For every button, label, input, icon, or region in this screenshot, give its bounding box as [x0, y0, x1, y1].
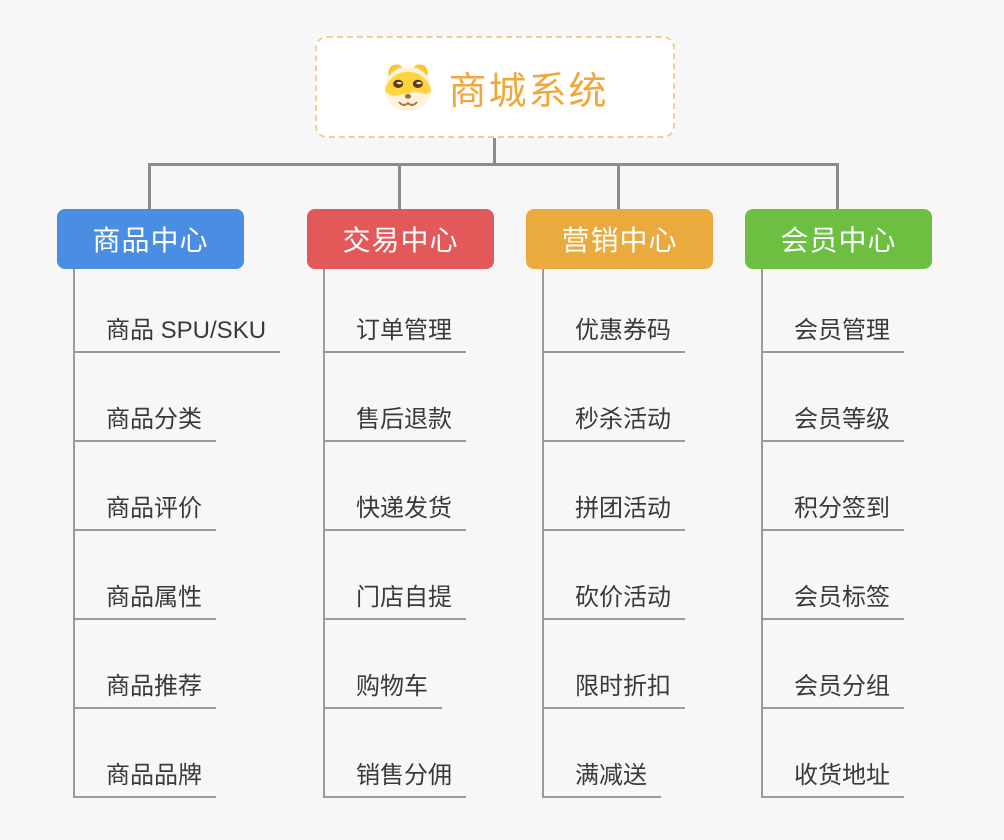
- leaf-label[interactable]: 会员标签: [761, 577, 904, 620]
- leaf-label[interactable]: 商品评价: [73, 488, 216, 531]
- leaf-node: 商品属性: [73, 531, 216, 620]
- leaf-label[interactable]: 门店自提: [323, 577, 466, 620]
- leaf-node: 会员分组: [761, 620, 904, 709]
- leaf-label[interactable]: 售后退款: [323, 399, 466, 442]
- leaf-node: 收货地址: [761, 709, 904, 798]
- connector-horizontal-bus: [148, 163, 839, 166]
- root-node[interactable]: 商城系统: [315, 36, 675, 138]
- leaf-node: 商品评价: [73, 442, 216, 531]
- leaf-node: 商品分类: [73, 353, 216, 442]
- leaf-node: 快递发货: [323, 442, 466, 531]
- branch-header-trade-center[interactable]: 交易中心: [307, 209, 494, 269]
- leaf-label[interactable]: 砍价活动: [542, 577, 685, 620]
- leaf-label[interactable]: 收货地址: [761, 755, 904, 798]
- leaf-label[interactable]: 会员管理: [761, 310, 904, 353]
- leaf-node: 会员等级: [761, 353, 904, 442]
- leaf-label[interactable]: 订单管理: [323, 310, 466, 353]
- branch-items-trade-center: 订单管理 售后退款 快递发货 门店自提 购物车 销售分佣: [323, 269, 466, 798]
- connector-drop-branch-1: [148, 166, 151, 209]
- leaf-label[interactable]: 会员等级: [761, 399, 904, 442]
- branch-items-member-center: 会员管理 会员等级 积分签到 会员标签 会员分组 收货地址: [761, 269, 904, 798]
- branch-items-product-center: 商品 SPU/SKU 商品分类 商品评价 商品属性 商品推荐 商品品牌: [73, 269, 281, 798]
- leaf-label[interactable]: 快递发货: [323, 488, 466, 531]
- leaf-node: 商品推荐: [73, 620, 216, 709]
- leaf-label[interactable]: 商品推荐: [73, 666, 216, 709]
- leaf-label[interactable]: 会员分组: [761, 666, 904, 709]
- leaf-node: 优惠券码: [542, 269, 685, 353]
- leaf-node: 商品品牌: [73, 709, 216, 798]
- leaf-node: 售后退款: [323, 353, 466, 442]
- leaf-label[interactable]: 商品品牌: [73, 755, 216, 798]
- leaf-label[interactable]: 秒杀活动: [542, 399, 685, 442]
- connector-drop-branch-2: [398, 166, 401, 209]
- leaf-label[interactable]: 销售分佣: [323, 755, 466, 798]
- leaf-node: 商品 SPU/SKU: [73, 269, 281, 353]
- branch-header-member-center[interactable]: 会员中心: [745, 209, 932, 269]
- leaf-label[interactable]: 优惠券码: [542, 310, 685, 353]
- branch-trade-center: 交易中心 订单管理 售后退款 快递发货 门店自提 购物车 销售分佣: [307, 209, 494, 798]
- leaf-label[interactable]: 拼团活动: [542, 488, 685, 531]
- leaf-node: 销售分佣: [323, 709, 466, 798]
- leaf-node: 限时折扣: [542, 620, 685, 709]
- connector-drop-branch-3: [617, 166, 620, 209]
- leaf-label[interactable]: 商品分类: [73, 399, 216, 442]
- connector-root-vertical: [493, 138, 496, 163]
- leaf-label[interactable]: 购物车: [323, 666, 442, 709]
- branch-header-product-center[interactable]: 商品中心: [57, 209, 244, 269]
- branch-member-center: 会员中心 会员管理 会员等级 积分签到 会员标签 会员分组 收货地址: [745, 209, 932, 798]
- leaf-label[interactable]: 商品属性: [73, 577, 216, 620]
- leaf-node: 会员标签: [761, 531, 904, 620]
- leaf-node: 砍价活动: [542, 531, 685, 620]
- leaf-node: 满减送: [542, 709, 661, 798]
- leaf-node: 积分签到: [761, 442, 904, 531]
- leaf-node: 订单管理: [323, 269, 466, 353]
- root-title: 商城系统: [448, 70, 609, 113]
- leaf-node: 拼团活动: [542, 442, 685, 531]
- branch-product-center: 商品中心 商品 SPU/SKU 商品分类 商品评价 商品属性 商品推荐 商品品牌: [57, 209, 281, 798]
- leaf-node: 会员管理: [761, 269, 904, 353]
- leaf-label[interactable]: 限时折扣: [542, 666, 685, 709]
- leaf-node: 门店自提: [323, 531, 466, 620]
- leaf-label[interactable]: 商品 SPU/SKU: [73, 310, 281, 353]
- leaf-node: 秒杀活动: [542, 353, 685, 442]
- leaf-node: 购物车: [323, 620, 442, 709]
- branch-items-marketing-center: 优惠券码 秒杀活动 拼团活动 砍价活动 限时折扣 满减送: [542, 269, 685, 798]
- branch-header-marketing-center[interactable]: 营销中心: [526, 209, 713, 269]
- leaf-label[interactable]: 满减送: [542, 755, 661, 798]
- connector-drop-branch-4: [836, 166, 839, 209]
- branch-marketing-center: 营销中心 优惠券码 秒杀活动 拼团活动 砍价活动 限时折扣 满减送: [526, 209, 713, 798]
- leaf-label[interactable]: 积分签到: [761, 488, 904, 531]
- doge-face-icon: [385, 64, 432, 112]
